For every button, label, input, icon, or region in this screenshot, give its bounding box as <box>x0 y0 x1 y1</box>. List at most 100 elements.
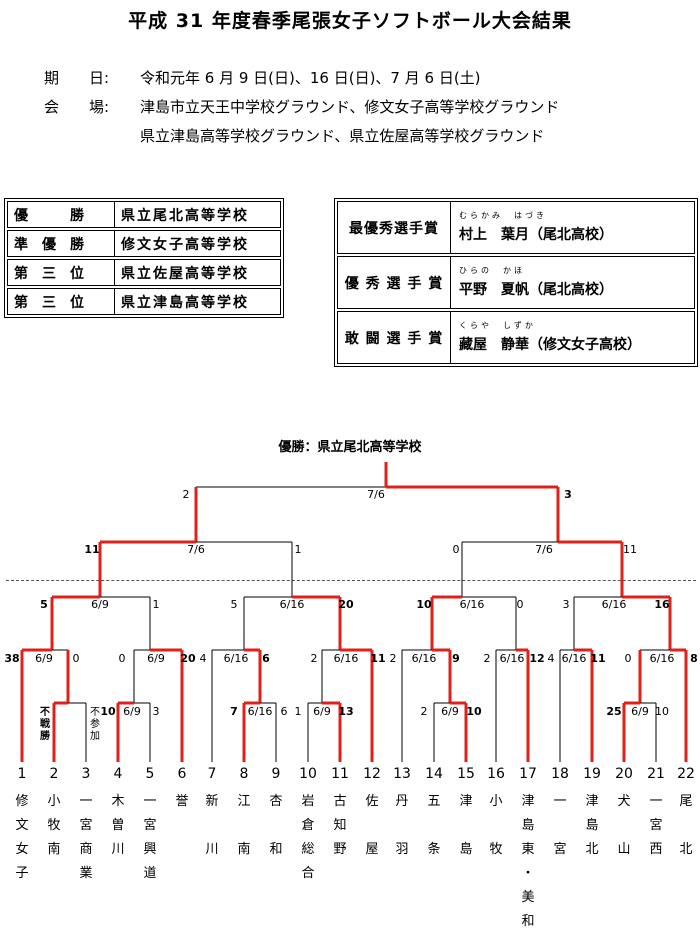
bracket-score-label: 0 <box>453 543 460 556</box>
result-row: 優 勝県立尾北高等学校 <box>7 201 281 228</box>
bracket-score-label: 7/6 <box>535 543 553 556</box>
bracket-score-label: 11 <box>590 652 605 665</box>
team-name: 江 南 <box>237 794 251 857</box>
team-name: 古知野 <box>333 794 347 857</box>
bracket-score-label: 2 <box>421 705 428 718</box>
team-number: 4 <box>113 766 123 782</box>
results-table: 優 勝県立尾北高等学校 準 優 勝修文女子高等学校 第 三 位県立佐屋高等学校 … <box>4 198 284 318</box>
bracket-score-label: 38 <box>4 652 19 665</box>
bracket-score-label: 2 <box>311 652 318 665</box>
award-row: 優 秀 選 手 賞ひらの かほ平野 夏帆（尾北高校） <box>337 256 695 309</box>
team-number: 6 <box>177 766 187 782</box>
bracket-score-label: 6/16 <box>562 652 587 665</box>
bracket-score-label: 16 <box>654 598 670 611</box>
no-entry-note: 不参加 <box>90 707 100 742</box>
team-name: 誉 <box>175 794 189 809</box>
team-number: 16 <box>487 766 505 782</box>
team-number: 1 <box>17 766 27 782</box>
team-number: 17 <box>519 766 537 782</box>
team-number: 14 <box>425 766 443 782</box>
bracket-score-label: 11 <box>623 543 637 556</box>
team-name: 小 牧 <box>489 794 503 857</box>
team-number: 11 <box>331 766 349 782</box>
award-ruby: くらや しずか <box>459 321 536 330</box>
result-label: 優 勝 <box>8 202 115 227</box>
bracket-score-label: 20 <box>180 652 196 665</box>
result-label: 準 優 勝 <box>8 231 115 256</box>
award-name: 藏屋 静華（修文女子高校） <box>459 337 641 353</box>
team-number: 18 <box>551 766 569 782</box>
award-ruby: むらかみ はづき <box>459 211 547 220</box>
venue-line-2: 県立津島高等学校グラウンド、県立佐屋高等学校グラウンド <box>140 127 545 145</box>
forfeit-win-note: 不戦勝 <box>40 707 50 742</box>
team-name: 小牧南 <box>47 794 61 857</box>
bracket-score-label: 7/6 <box>187 543 205 556</box>
bracket-score-label: 3 <box>564 488 572 501</box>
bracket-score-label: 10 <box>416 598 432 611</box>
team-name: 修文女子 <box>15 794 29 881</box>
team-number: 12 <box>363 766 381 782</box>
award-row: 敢 闘 選 手 賞くらや しずか藏屋 静華（修文女子高校） <box>337 311 695 364</box>
award-name: 村上 葉月（尾北高校） <box>459 227 613 243</box>
team-name: 津島東・美和 <box>521 794 535 929</box>
award-label: 敢 闘 選 手 賞 <box>338 312 451 363</box>
bracket-score-label: 7 <box>230 705 238 718</box>
team-name: 一宮興道 <box>143 794 157 881</box>
bracket-score-label: 0 <box>119 652 126 665</box>
bracket-score-label: 3 <box>153 705 160 718</box>
bracket-score-label: 2 <box>183 488 190 501</box>
bracket-score-label: 6/9 <box>123 705 141 718</box>
team-number: 19 <box>583 766 601 782</box>
bracket-score-label: 12 <box>529 652 544 665</box>
bracket-score-label: 6 <box>281 705 288 718</box>
bracket-score-label: 7/6 <box>367 488 385 501</box>
bracket-score-label: 1 <box>153 598 160 611</box>
team-number: 7 <box>207 766 217 782</box>
team-name: 尾 北 <box>679 794 693 857</box>
result-row: 第 三 位県立佐屋高等学校 <box>7 259 281 286</box>
team-number: 13 <box>393 766 411 782</box>
team-name: 犬 山 <box>617 794 631 857</box>
result-row: 準 優 勝修文女子高等学校 <box>7 230 281 257</box>
player-awards-table: 最優秀選手賞むらかみ はづき村上 葉月（尾北高校） 優 秀 選 手 賞ひらの か… <box>334 198 698 367</box>
bracket-score-label: 3 <box>563 598 570 611</box>
bracket-score-label: 6/9 <box>313 705 331 718</box>
team-name: 杏 和 <box>269 794 283 857</box>
team-number: 8 <box>239 766 249 782</box>
team-name: 一 宮 <box>553 794 567 857</box>
team-name: 津 島 <box>459 794 473 857</box>
bracket-score-label: 6/16 <box>248 705 273 718</box>
team-name: 木曽川 <box>111 794 125 857</box>
bracket-score-label: 6/16 <box>334 652 359 665</box>
bracket-score-label: 4 <box>200 652 207 665</box>
team-number: 22 <box>677 766 695 782</box>
venue-line-1: 津島市立天王中学校グラウンド、修文女子高等学校グラウンド <box>140 98 560 116</box>
award-row: 最優秀選手賞むらかみ はづき村上 葉月（尾北高校） <box>337 201 695 254</box>
result-label: 第 三 位 <box>8 260 115 285</box>
bracket-score-label: 10 <box>466 705 482 718</box>
team-name: 一宮西 <box>649 794 663 857</box>
date-value: 令和元年 6 月 9 日(日)、16 日(日)、7 月 6 日(土) <box>140 69 481 87</box>
team-number: 5 <box>145 766 155 782</box>
team-number: 9 <box>271 766 281 782</box>
team-name: 丹 羽 <box>395 794 409 857</box>
bracket-score-label: 6 <box>262 652 270 665</box>
bracket-score-label: 6/16 <box>460 598 485 611</box>
award-ruby: ひらの かほ <box>459 266 525 275</box>
bracket-score-label: 1 <box>295 705 302 718</box>
team-number: 15 <box>457 766 475 782</box>
award-name: 平野 夏帆（尾北高校） <box>459 282 613 298</box>
bracket-score-label: 0 <box>73 652 80 665</box>
team-number: 3 <box>81 766 91 782</box>
result-school: 県立津島高等学校 <box>121 294 249 311</box>
bracket-score-label: 0 <box>625 652 632 665</box>
team-name: 佐 屋 <box>365 794 379 857</box>
bracket-score-label: 5 <box>40 598 48 611</box>
result-school: 修文女子高等学校 <box>121 236 249 253</box>
bracket-score-label: 6/16 <box>500 652 525 665</box>
bracket-score-label: 6/16 <box>602 598 627 611</box>
bracket-score-label: 11 <box>370 652 385 665</box>
bracket-score-label: 4 <box>548 652 555 665</box>
bracket-score-label: 13 <box>338 705 353 718</box>
